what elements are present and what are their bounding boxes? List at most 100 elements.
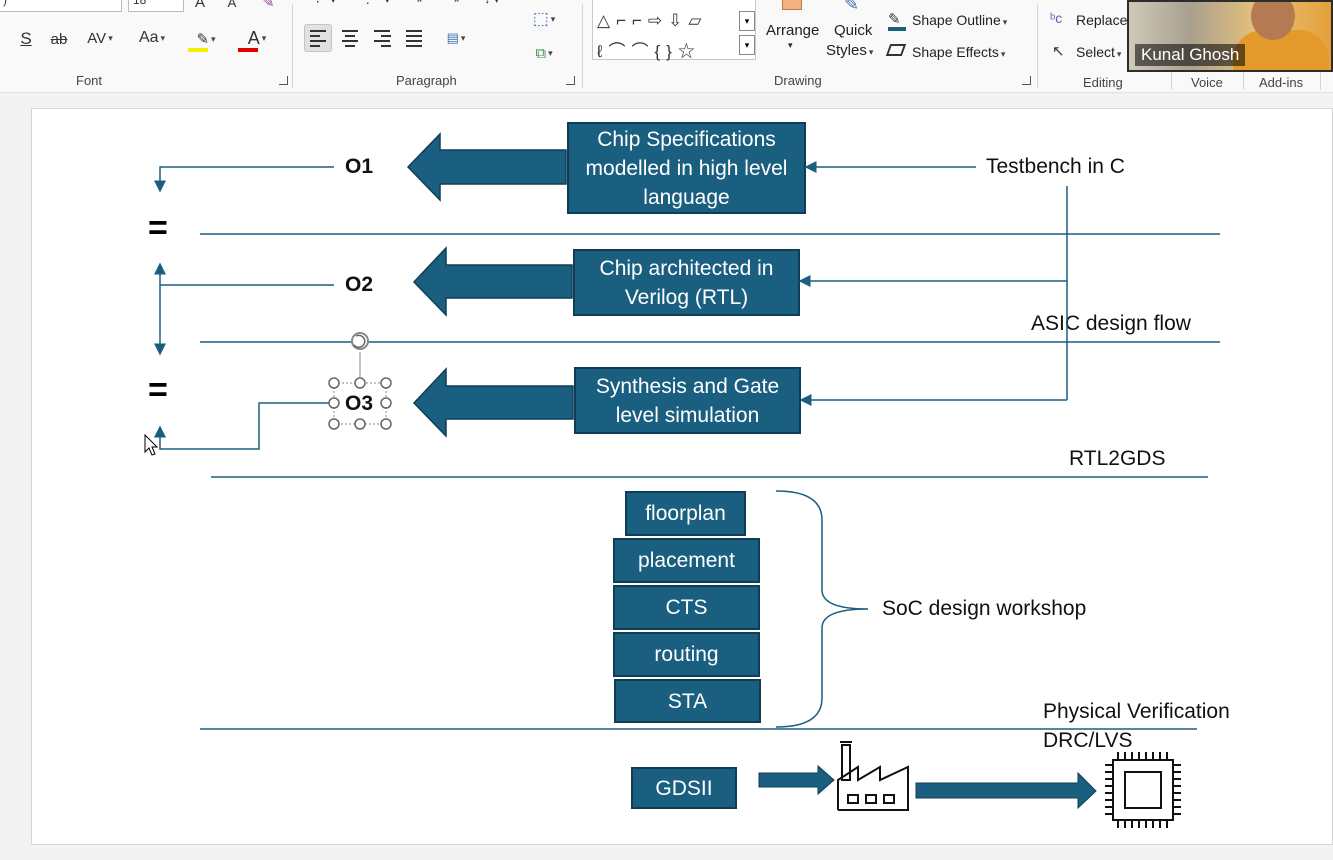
font-name-box[interactable]: ) <box>0 0 122 12</box>
rtl2gds-label[interactable]: RTL2GDS <box>1069 447 1166 470</box>
font-dialog-launcher-icon[interactable] <box>279 76 288 85</box>
arrange-icon <box>782 0 802 10</box>
editing-group-label: Editing <box>1083 75 1123 90</box>
numbering-icon[interactable]: ⋮━ ▾ <box>356 0 396 6</box>
equals-sign-top[interactable]: = <box>148 209 168 247</box>
character-spacing-button[interactable]: AV▾ <box>87 29 113 47</box>
routing-box[interactable]: routing <box>613 632 760 677</box>
sta-box[interactable]: STA <box>614 679 761 723</box>
output-o1-label[interactable]: O1 <box>345 155 374 178</box>
gallery-scroll-down-icon[interactable]: ▾ <box>739 11 755 31</box>
clear-formatting-icon[interactable]: ✎ <box>261 0 275 11</box>
synthesis-box[interactable]: Synthesis and Gate level simulation <box>574 367 801 434</box>
drc-lvs-label[interactable]: DRC/LVS <box>1043 729 1133 752</box>
gdsii-box[interactable]: GDSII <box>631 767 737 809</box>
replace-icon: ᵇc <box>1050 10 1063 26</box>
font-size-box[interactable]: 18 <box>128 0 184 12</box>
shape-outline-swatch <box>888 27 906 31</box>
text-shadow-icon[interactable]: S <box>20 29 32 48</box>
asic-design-flow-label[interactable]: ASIC design flow <box>1031 312 1191 335</box>
shapes-row-2[interactable]: ℓ⌒⌒{}☆ <box>597 42 701 61</box>
align-left-button[interactable] <box>304 24 332 52</box>
font-group-label: Font <box>76 73 103 88</box>
arrange-caret-icon: ▾ <box>788 40 793 50</box>
group-divider <box>1320 72 1321 90</box>
arrange-button[interactable]: Arrange ▾ <box>764 0 820 58</box>
change-case-label: Aa <box>138 29 159 46</box>
font-color-swatch <box>238 48 258 52</box>
physical-verification-label[interactable]: Physical Verification <box>1043 700 1230 723</box>
placement-box[interactable]: placement <box>613 538 760 583</box>
output-o3-label[interactable]: O3 <box>345 392 374 415</box>
quick-styles-icon: ✎ <box>844 0 860 14</box>
line-spacing-icon[interactable]: ↕ ▾ <box>472 0 512 6</box>
replace-button[interactable]: ᵇc Replace <box>1050 10 1130 34</box>
shape-effects-icon <box>885 44 907 56</box>
group-divider <box>292 4 293 88</box>
slide-canvas[interactable]: Chip Specifications modelled in high lev… <box>31 108 1333 845</box>
select-text: Select <box>1076 44 1115 60</box>
shapes-row-1[interactable]: △⌐⌐⇨⇩▱ <box>597 11 708 30</box>
shape-outline-text: Shape Outline <box>912 12 1001 28</box>
soc-workshop-label[interactable]: SoC design workshop <box>882 597 1087 620</box>
group-divider <box>582 4 583 88</box>
shape-effects-text: Shape Effects <box>912 44 999 60</box>
shape-outline-icon: ✎ <box>888 11 901 28</box>
paragraph-dialog-launcher-icon[interactable] <box>566 76 575 85</box>
group-divider <box>1243 72 1244 90</box>
columns-button[interactable]: ▤▾ <box>446 30 466 45</box>
floorplan-box[interactable]: floorplan <box>625 491 746 536</box>
gallery-more-icon[interactable]: ▾ <box>739 35 755 55</box>
quick-styles-label-1: Quick <box>834 22 873 39</box>
equals-sign-bottom[interactable]: = <box>148 371 168 409</box>
quick-styles-label-2: Styles▾ <box>826 42 874 59</box>
quick-styles-button[interactable]: ✎ Quick Styles▾ <box>822 0 882 60</box>
increase-indent-icon[interactable]: ⇥ <box>442 0 466 6</box>
convert-smartart-button[interactable]: ⧉▾ <box>535 44 553 62</box>
justify-button[interactable] <box>400 24 428 52</box>
drawing-dialog-launcher-icon[interactable] <box>1022 76 1031 85</box>
shape-outline-button[interactable]: ✎ Shape Outline▾ <box>886 10 1022 32</box>
align-center-button[interactable] <box>336 24 364 52</box>
participant-video[interactable]: Kunal Ghosh <box>1127 0 1333 72</box>
select-button[interactable]: ↖ Select▾ <box>1050 42 1130 66</box>
grow-font-icon[interactable]: A <box>194 0 205 11</box>
strikethrough-icon[interactable]: ab <box>50 30 68 48</box>
text-direction-button[interactable]: ⬚▾ <box>532 9 556 28</box>
group-divider <box>1037 4 1038 88</box>
shapes-gallery[interactable]: △⌐⌐⇨⇩▱ ℓ⌒⌒{}☆ ▾ ▾ <box>592 0 756 61</box>
replace-label: Replace <box>1076 12 1128 28</box>
highlighter-icon: ✎ <box>196 31 210 48</box>
highlight-color-swatch <box>188 48 208 52</box>
align-right-button[interactable] <box>368 24 396 52</box>
decrease-indent-icon[interactable]: ⇤ <box>410 0 434 6</box>
participant-face <box>1251 2 1295 40</box>
char-spacing-label: AV <box>87 29 107 47</box>
shrink-font-icon[interactable]: A <box>227 0 237 10</box>
highlight-color-button[interactable]: ✎▾ <box>186 26 226 52</box>
change-case-button[interactable]: Aa▾ <box>138 29 166 46</box>
shape-effects-label: Shape Effects▾ <box>912 44 1006 60</box>
testbench-label[interactable]: Testbench in C <box>986 155 1125 178</box>
chip-arch-box[interactable]: Chip architected in Verilog (RTL) <box>573 249 800 316</box>
addins-group-label: Add-ins <box>1259 75 1304 90</box>
bullets-icon[interactable]: ⁝━ ▾ <box>306 0 346 6</box>
shape-effects-button[interactable]: Shape Effects▾ <box>885 42 1022 64</box>
font-name-value: ) <box>3 0 7 7</box>
output-o2-label[interactable]: O2 <box>345 273 374 296</box>
chip-spec-box[interactable]: Chip Specifications modelled in high lev… <box>567 122 806 214</box>
shape-outline-label: Shape Outline▾ <box>912 12 1008 28</box>
font-size-value: 18 <box>133 0 147 7</box>
select-cursor-icon: ↖ <box>1052 43 1065 60</box>
group-divider <box>1171 72 1172 90</box>
voice-group-label: Voice <box>1191 75 1223 90</box>
font-color-button[interactable]: A▾ <box>236 24 278 52</box>
cts-box[interactable]: CTS <box>613 585 760 630</box>
select-label: Select▾ <box>1076 44 1122 60</box>
font-color-icon: A <box>247 27 260 48</box>
ribbon: ) 18 A A ✎ S ab AV▾ Aa▾ ✎▾ A▾ Font ⁝━ ▾ … <box>0 0 1333 93</box>
drawing-group-label: Drawing <box>774 73 822 88</box>
arrange-label: Arrange <box>766 22 820 39</box>
paragraph-group-label: Paragraph <box>396 73 457 88</box>
quick-styles-label-2-text: Styles <box>826 42 867 59</box>
